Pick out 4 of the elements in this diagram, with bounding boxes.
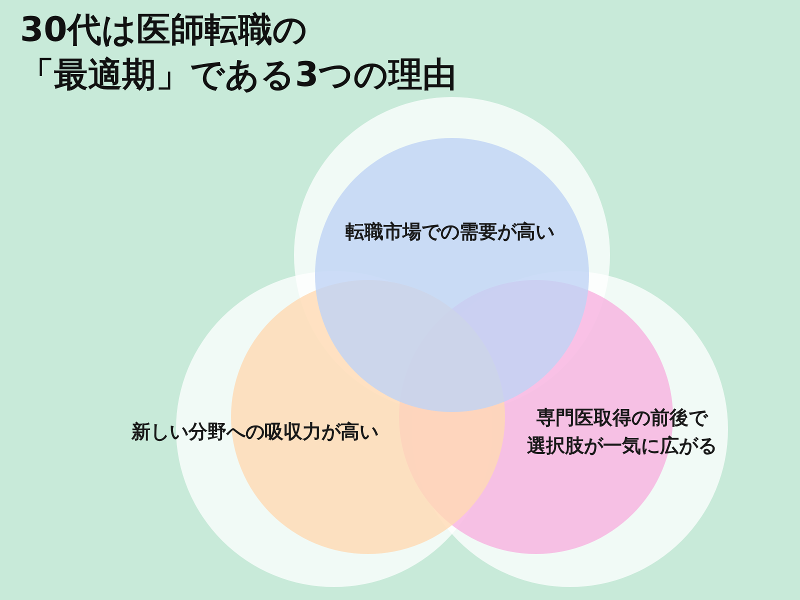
circle-label: 専門医取得の前後で選択肢が一気に広がる bbox=[526, 406, 718, 459]
circle-label: 転職市場での需要が高い bbox=[346, 220, 554, 245]
diagram-title: 30代は医師転職の「最適期」である3つの理由 bbox=[20, 9, 458, 97]
circle-label: 新しい分野への吸収力が高い bbox=[132, 420, 378, 445]
